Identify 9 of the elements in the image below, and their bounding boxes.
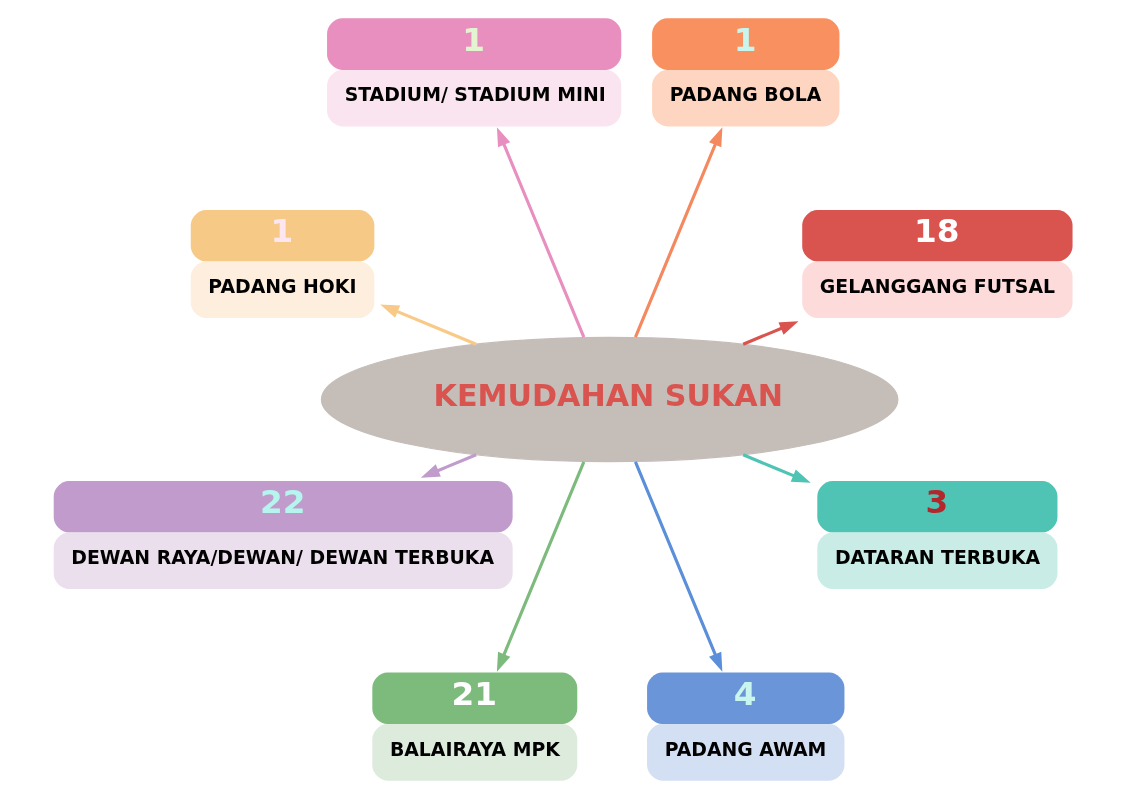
node-ellipse: KEMUDAHAN SUKAN: [320, 336, 899, 463]
arrow: [742, 321, 799, 346]
arrow: [634, 127, 723, 338]
arrow: [420, 453, 477, 478]
arrow: [496, 461, 586, 672]
arrow: [634, 461, 723, 672]
arrow: [496, 127, 586, 338]
arrow: [742, 453, 811, 483]
arrow: [380, 304, 477, 346]
